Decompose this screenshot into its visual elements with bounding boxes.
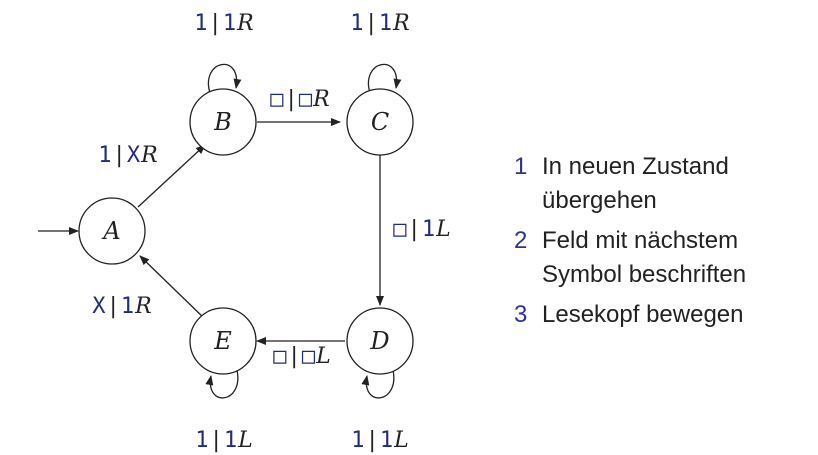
- label-loop-b: 1|1R: [194, 11, 254, 36]
- state-e: E: [189, 307, 257, 375]
- step-item: 3 Lesekopf bewegen: [514, 298, 814, 332]
- edge-e-a: [139, 255, 206, 320]
- label-edge-c-d: □|1L: [393, 217, 451, 242]
- state-a-label: A: [101, 217, 120, 245]
- loop-e: [205, 369, 239, 399]
- loop-c: [367, 63, 402, 94]
- state-b-label: B: [213, 108, 232, 136]
- step-list: 1 In neuen Zustand übergehen 2 Feld mit …: [514, 150, 814, 338]
- turing-state-diagram: A B C D E 1|1R 1|1R □|□R 1|XR □|1L X|1R …: [38, 11, 451, 453]
- loop-d: [361, 369, 395, 399]
- edge-a-b: [137, 144, 206, 208]
- label-edge-b-c: □|□R: [270, 87, 330, 112]
- state-e-label: E: [213, 327, 232, 355]
- state-d-label: D: [369, 327, 389, 355]
- step-item: 1 In neuen Zustand übergehen: [514, 150, 814, 218]
- label-edge-e-a: X|1R: [92, 294, 152, 319]
- label-loop-d: 1|1L: [351, 428, 409, 453]
- loop-b: [207, 63, 242, 94]
- step-number: 2: [514, 227, 528, 254]
- step-number: 3: [514, 301, 528, 328]
- state-c-label: C: [371, 108, 389, 136]
- state-a: A: [78, 197, 146, 265]
- label-edge-a-b: 1|XR: [98, 143, 158, 168]
- step-number: 1: [514, 153, 528, 180]
- state-d: D: [346, 307, 414, 375]
- label-loop-c: 1|1R: [350, 11, 410, 36]
- label-loop-e: 1|1L: [195, 428, 253, 453]
- step-text: In neuen Zustand übergehen: [542, 153, 729, 214]
- step-item: 2 Feld mit nächstem Symbol beschriften: [514, 224, 814, 292]
- step-text: Lesekopf bewegen: [542, 301, 744, 328]
- state-c: C: [346, 88, 414, 156]
- step-text: Feld mit nächstem Symbol beschriften: [542, 227, 747, 288]
- label-edge-d-e: □|□L: [273, 344, 331, 369]
- state-b: B: [189, 88, 257, 156]
